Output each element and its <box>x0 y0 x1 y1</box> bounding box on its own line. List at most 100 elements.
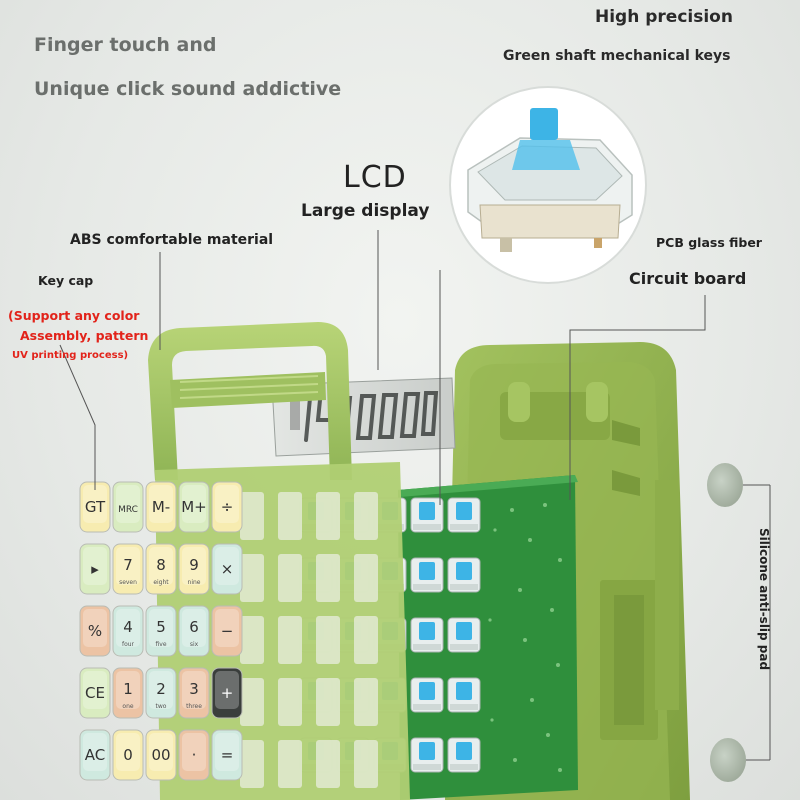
frame-window <box>278 554 302 602</box>
mechanical-switch <box>447 557 481 593</box>
keycap-label: CE <box>85 684 105 702</box>
keycap: AC <box>79 729 111 781</box>
keycap: % <box>79 605 111 657</box>
silicone-pads <box>707 463 771 782</box>
keycap: × <box>211 543 243 595</box>
frame-window <box>316 616 340 664</box>
mechanical-switch <box>410 497 444 533</box>
keycap-label: 9 <box>189 556 199 574</box>
frame-window <box>354 616 378 664</box>
click-sound-label: Unique click sound addictive <box>34 78 342 100</box>
frame-window <box>354 492 378 540</box>
frame-window <box>316 492 340 540</box>
frame-window <box>240 554 264 602</box>
uv-printing-label: UV printing process) <box>12 350 129 361</box>
keycap-sublabel: five <box>155 641 166 648</box>
keycap: ÷ <box>211 481 243 533</box>
keycap: − <box>211 605 243 657</box>
mechanical-switch <box>447 737 481 773</box>
frame-window <box>354 740 378 788</box>
frame-window <box>316 740 340 788</box>
mechanical-switch <box>447 677 481 713</box>
keycap-label: 0 <box>123 746 133 764</box>
lcd-label: LCD <box>343 160 407 195</box>
frame-window <box>316 678 340 726</box>
support-color-label: (Support any color <box>8 308 140 323</box>
keycap: GT <box>79 481 111 533</box>
abs-material-label: ABS comfortable material <box>70 232 274 248</box>
keycap: 7 seven <box>112 543 144 595</box>
keycap-label: 5 <box>156 618 166 636</box>
keycap-sublabel: three <box>186 703 202 710</box>
keycap: 4 four <box>112 605 144 657</box>
keycap: M- <box>145 481 177 533</box>
frame-window <box>278 678 302 726</box>
keycap-sublabel: two <box>156 703 167 710</box>
keycap-label: % <box>88 622 102 640</box>
mechanical-switch <box>447 617 481 653</box>
keycap: 00 <box>145 729 177 781</box>
keycap-sublabel: seven <box>119 579 137 586</box>
frame-window <box>240 740 264 788</box>
silicone-pad-label: Silicone anti-slip pad <box>757 528 771 671</box>
keycap-label: GT <box>85 498 106 516</box>
pcb-glass-label: PCB glass fiber <box>656 235 762 250</box>
mechanical-switch <box>447 497 481 533</box>
keycap: 5 five <box>145 605 177 657</box>
keycap: 0 <box>112 729 144 781</box>
frame-window <box>240 678 264 726</box>
mechanical-switch <box>410 677 444 713</box>
keycap-label: 4 <box>123 618 133 636</box>
keycap-label: 3 <box>189 680 199 698</box>
frame-window <box>278 492 302 540</box>
frame-window <box>240 616 264 664</box>
keycap: CE <box>79 667 111 719</box>
switch-closeup <box>449 86 647 284</box>
leader-lines <box>59 230 706 505</box>
keycap-sublabel: six <box>190 641 199 648</box>
frame-window <box>354 554 378 602</box>
key-cap-label: Key cap <box>38 273 94 288</box>
pcb-board <box>398 475 578 800</box>
mechanical-switch <box>410 737 444 773</box>
keycap: ▸ <box>79 543 111 595</box>
keycap: + <box>211 667 243 719</box>
keycap-label: + <box>221 684 234 702</box>
keycap-sublabel: four <box>122 641 135 648</box>
keycap-label: M+ <box>181 498 207 516</box>
keycap: 3 three <box>178 667 210 719</box>
keycap-label: − <box>221 622 234 640</box>
high-precision-label: High precision <box>595 7 733 27</box>
frame-window <box>278 740 302 788</box>
keycap-label: ÷ <box>221 498 234 516</box>
keycap-sublabel: eight <box>153 579 169 586</box>
keycap-grid: GT MRC M- M+ ÷ ▸ 7 seven 8 eight 9 nine ×% 4 four 5 five… <box>79 481 243 781</box>
keycap: = <box>211 729 243 781</box>
frame-window <box>316 554 340 602</box>
keycap: M+ <box>178 481 210 533</box>
keycap-label: = <box>221 746 234 764</box>
keycap: · <box>178 729 210 781</box>
assembly-pattern-label: Assembly, pattern <box>20 328 149 343</box>
keycap-label: AC <box>85 746 105 764</box>
finger-touch-label: Finger touch and <box>34 34 217 56</box>
keycap-label: 7 <box>123 556 133 574</box>
keycap-label: M- <box>152 498 170 516</box>
keycap-label: · <box>192 746 197 764</box>
keycap-label: 8 <box>156 556 166 574</box>
keycap: 9 nine <box>178 543 210 595</box>
mechanical-switch <box>410 557 444 593</box>
green-shaft-label: Green shaft mechanical keys <box>503 48 731 64</box>
frame-grid <box>240 492 378 788</box>
frame-window <box>278 616 302 664</box>
keycap-sublabel: nine <box>188 579 201 586</box>
frame-window <box>240 492 264 540</box>
keycap: 8 eight <box>145 543 177 595</box>
circuit-board-label: Circuit board <box>629 269 747 288</box>
keycap-sublabel: one <box>122 703 133 710</box>
keycap-label: MRC <box>118 505 138 515</box>
